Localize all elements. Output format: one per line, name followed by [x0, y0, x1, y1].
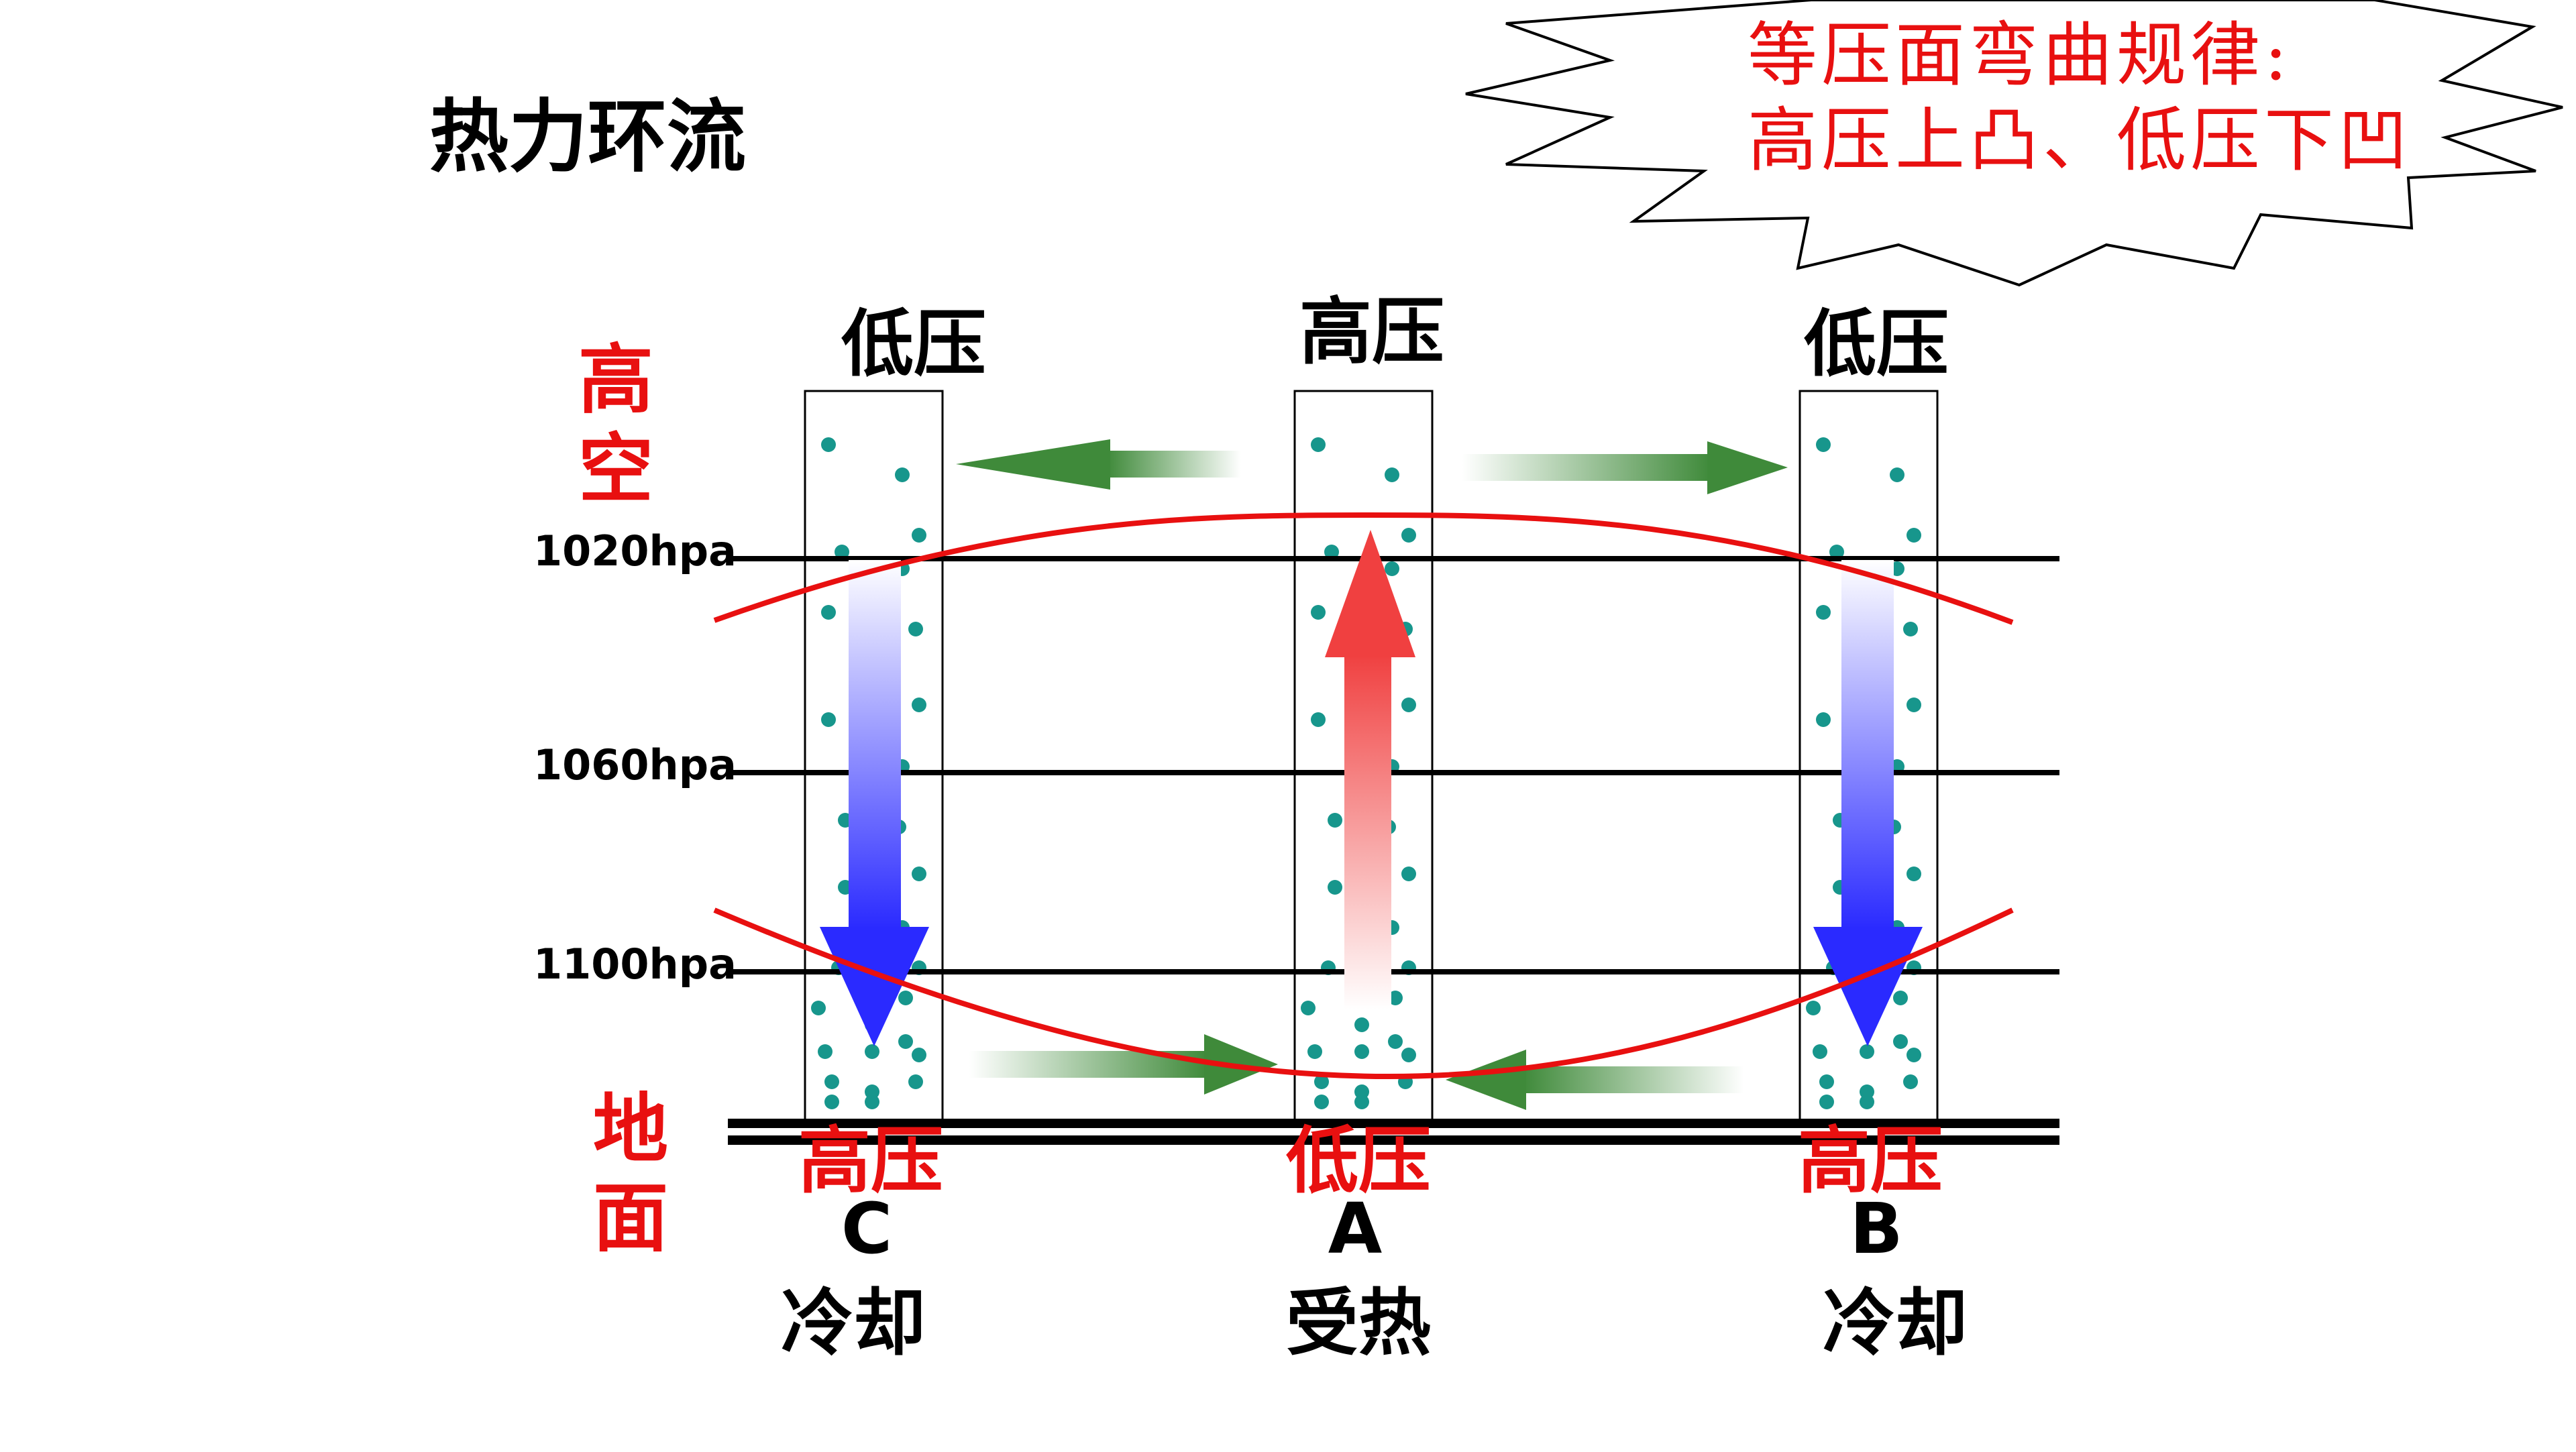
air-particle-dot — [912, 1048, 926, 1062]
air-particle-dot — [1890, 467, 1904, 482]
air-particle-dot — [835, 545, 849, 559]
isobar-label-1020: 1020hpa — [533, 526, 737, 575]
ground-label-1: 地 — [593, 1086, 668, 1173]
upper-air-label-2: 空 — [578, 426, 653, 513]
air-particle-dot — [1907, 1048, 1921, 1062]
arrow-rising-a — [1325, 530, 1415, 1009]
air-particle-dot — [1385, 561, 1399, 576]
air-particle-dot — [1314, 1095, 1329, 1109]
air-particle-dot — [1816, 605, 1831, 620]
column-a-letter: A — [1328, 1188, 1383, 1270]
air-particle-dot — [1401, 1048, 1416, 1062]
air-particle-dot — [1354, 1044, 1369, 1059]
air-particle-dot — [1819, 1095, 1834, 1109]
isobar-curve-lower — [713, 907, 2014, 1080]
arrow-upper-to-b — [1462, 441, 1788, 494]
air-particle-dot — [1903, 1074, 1918, 1089]
air-particle-dot — [1311, 712, 1326, 727]
air-particle-dot — [818, 1044, 833, 1059]
air-particle-dot — [912, 867, 926, 881]
air-particle-dot — [1829, 545, 1844, 559]
air-particle-dot — [1893, 1034, 1908, 1049]
isobar-label-1100: 1100hpa — [533, 940, 737, 989]
air-particle-dot — [908, 622, 923, 636]
air-particle-dot — [1907, 528, 1921, 543]
air-particle-dot — [1301, 1001, 1316, 1015]
air-particle-dot — [1314, 1074, 1329, 1089]
air-particle-dot — [865, 1095, 879, 1109]
callout-line-1: 等压面弯曲规律: — [1748, 14, 2292, 96]
air-particle-dot — [908, 1074, 923, 1089]
air-particle-dot — [1816, 712, 1831, 727]
callout-line-2: 高压上凸、低压下凹 — [1748, 99, 2412, 181]
air-particle-dot — [821, 712, 836, 727]
air-particle-dot — [1907, 867, 1921, 881]
air-particle-dot — [824, 1074, 839, 1089]
air-particle-dot — [1401, 867, 1416, 881]
air-particle-dot — [1401, 697, 1416, 712]
air-particle-dot — [1401, 528, 1416, 543]
air-particle-dot — [1813, 1044, 1827, 1059]
column-b-ground-pressure: 高压 — [1798, 1119, 1943, 1203]
air-particle-dot — [1388, 1034, 1403, 1049]
air-particle-dot — [1907, 697, 1921, 712]
arrow-upper-to-c — [956, 439, 1241, 490]
upper-air-label-1: 高 — [578, 337, 653, 424]
air-particle-dot — [1307, 1044, 1322, 1059]
column-b-upper-pressure: 低压 — [1804, 302, 1949, 386]
air-particle-dot — [1893, 991, 1908, 1005]
column-a-ground-pressure: 低压 — [1286, 1119, 1431, 1203]
column-c-letter: C — [841, 1188, 892, 1270]
air-particle-dot — [821, 605, 836, 620]
air-particle-dot — [1819, 1074, 1834, 1089]
air-particle-dot — [1816, 437, 1831, 452]
arrow-ground-b-to-a — [1446, 1050, 1744, 1110]
column-c-state: 冷却 — [781, 1282, 926, 1365]
air-particle-dot — [811, 1001, 826, 1015]
arrow-sinking-b — [1813, 560, 1923, 1046]
diagram-title: 热力环流 — [429, 91, 746, 183]
column-c-upper-pressure: 低压 — [841, 302, 986, 386]
air-particle-dot — [1388, 991, 1403, 1005]
column-b-letter: B — [1849, 1188, 1902, 1270]
air-particle-dot — [1903, 622, 1918, 636]
air-particle-dot — [912, 697, 926, 712]
air-particle-dot — [898, 991, 913, 1005]
callout-burst-shape — [1465, 0, 2563, 287]
air-particle-dot — [898, 1034, 913, 1049]
air-particle-dot — [1354, 1095, 1369, 1109]
column-c-ground-pressure: 高压 — [798, 1119, 943, 1203]
air-particle-dot — [912, 528, 926, 543]
callout-burst: 等压面弯曲规律: 高压上凸、低压下凹 — [1465, 0, 2563, 287]
arrow-sinking-c — [820, 560, 929, 1046]
air-particle-dot — [1311, 437, 1326, 452]
column-a-upper-pressure: 高压 — [1299, 290, 1444, 374]
column-a-state: 受热 — [1286, 1282, 1431, 1365]
air-particle-dot — [1328, 880, 1342, 895]
air-particle-dot — [821, 437, 836, 452]
air-particle-dot — [1354, 1017, 1369, 1032]
air-particle-dot — [1860, 1095, 1874, 1109]
air-particle-dot — [1385, 467, 1399, 482]
air-particle-dot — [1324, 545, 1339, 559]
column-b-state: 冷却 — [1823, 1282, 1968, 1365]
air-particle-dot — [895, 467, 910, 482]
ground-label-2: 面 — [593, 1175, 668, 1262]
air-particle-dot — [1328, 813, 1342, 828]
air-particle-dot — [1311, 605, 1326, 620]
isobar-curve-upper — [713, 512, 2014, 625]
air-particle-dot — [1806, 1001, 1821, 1015]
isobar-label-1060: 1060hpa — [533, 740, 737, 789]
air-particle-dot — [1860, 1044, 1874, 1059]
air-particle-dot — [865, 1044, 879, 1059]
air-particle-dot — [824, 1095, 839, 1109]
